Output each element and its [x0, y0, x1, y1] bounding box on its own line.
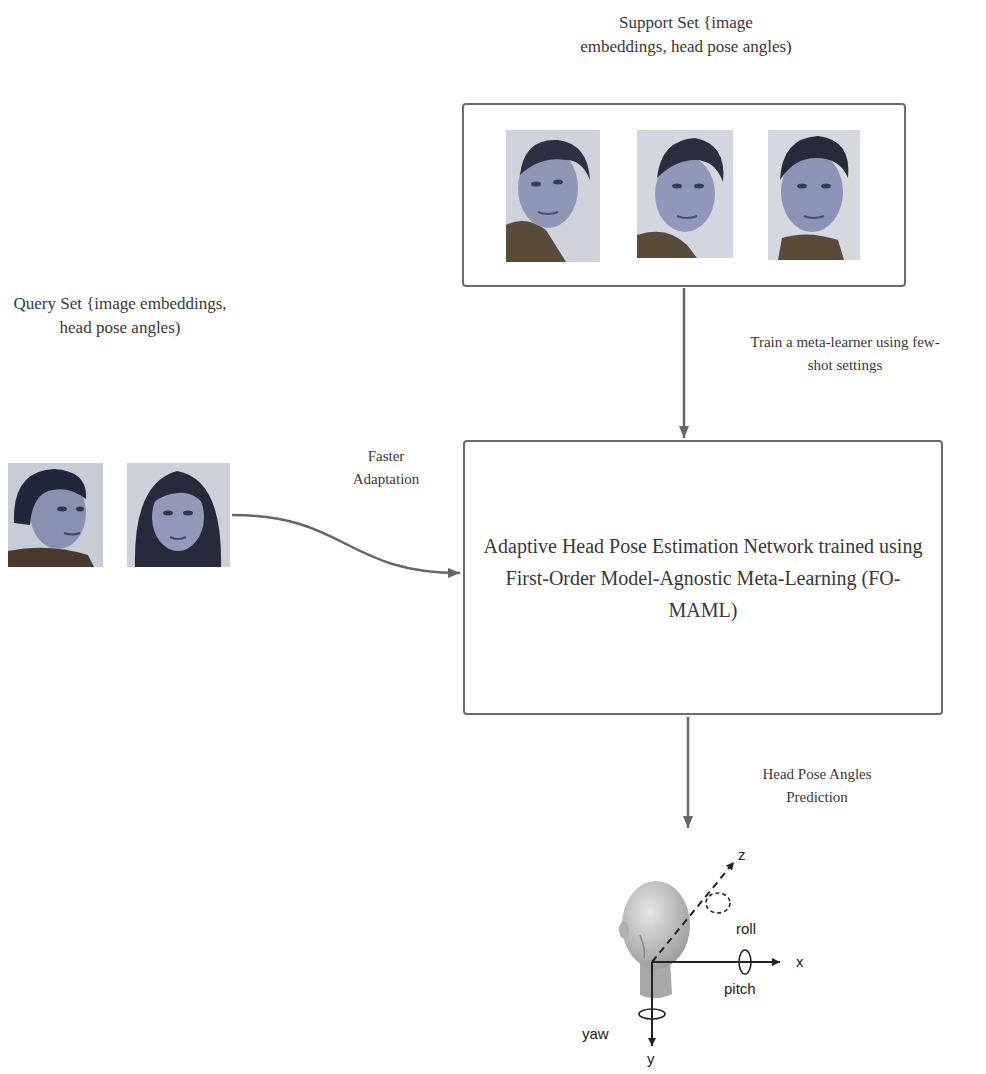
eye — [553, 180, 563, 185]
photo-ground — [127, 463, 230, 567]
process-box: Adaptive Head Pose Estimation Network tr… — [463, 440, 943, 715]
hair — [14, 469, 86, 525]
roll-rotation — [706, 893, 730, 913]
eye — [76, 507, 84, 512]
image-group: Query Set {image embeddings, head pose a… — [0, 290, 240, 572]
eye — [821, 184, 831, 189]
shoulder — [8, 548, 94, 567]
axis-label: y — [647, 1050, 655, 1068]
eye — [694, 184, 704, 189]
face-image — [506, 130, 600, 262]
eye — [57, 507, 67, 512]
axis-label: z — [738, 846, 746, 864]
face-image — [637, 130, 733, 258]
mouth — [677, 216, 697, 218]
hair — [135, 471, 221, 567]
x-axis — [652, 961, 780, 963]
edge-label: Faster Adaptation — [336, 445, 436, 491]
eye — [531, 182, 541, 187]
shoulder — [637, 232, 697, 258]
eye — [163, 511, 173, 516]
rotation-label: pitch — [724, 980, 756, 998]
eye — [183, 511, 193, 516]
flow-arrow — [683, 288, 686, 438]
pitch-rotation — [739, 950, 751, 974]
z-axis — [652, 862, 734, 962]
y-axis — [651, 962, 653, 1046]
rotation-label: roll — [736, 920, 756, 938]
ear — [619, 921, 629, 939]
set-heading: Support Set {image embeddings, head pose… — [578, 11, 794, 59]
set-heading: Query Set {image embeddings, head pose a… — [12, 292, 228, 340]
rotation-label: yaw — [582, 1025, 609, 1043]
face-image — [127, 463, 230, 567]
photo-ground — [637, 130, 733, 258]
eye — [672, 184, 682, 189]
hair — [657, 138, 723, 182]
axis-label: x — [796, 953, 804, 971]
hair — [520, 140, 590, 180]
mouth — [538, 212, 558, 214]
photo-ground — [8, 463, 103, 567]
photo-ground — [506, 130, 600, 262]
shoulder — [778, 234, 844, 260]
process-box: Support Set {image embeddings, head pose… — [462, 103, 906, 287]
head-shape — [622, 881, 690, 969]
shoulder — [506, 221, 566, 262]
mouth — [64, 533, 80, 535]
mouth — [170, 537, 186, 539]
head-figure — [619, 881, 690, 998]
eye — [797, 184, 807, 189]
output-label: Head Pose Angles Prediction — [742, 763, 892, 809]
photo-ground — [768, 130, 860, 260]
edge-label: Train a meta-learner using few-shot sett… — [738, 331, 952, 377]
flow-arrow — [232, 515, 460, 573]
nose-line — [640, 935, 645, 958]
hair — [153, 481, 203, 503]
hair — [780, 136, 848, 180]
yaw-rotation — [639, 1009, 665, 1019]
face-image — [768, 130, 860, 260]
mouth — [804, 216, 824, 218]
box-label: Adaptive Head Pose Estimation Network tr… — [483, 530, 923, 626]
face-image — [8, 463, 103, 567]
output-arrow — [687, 717, 690, 828]
